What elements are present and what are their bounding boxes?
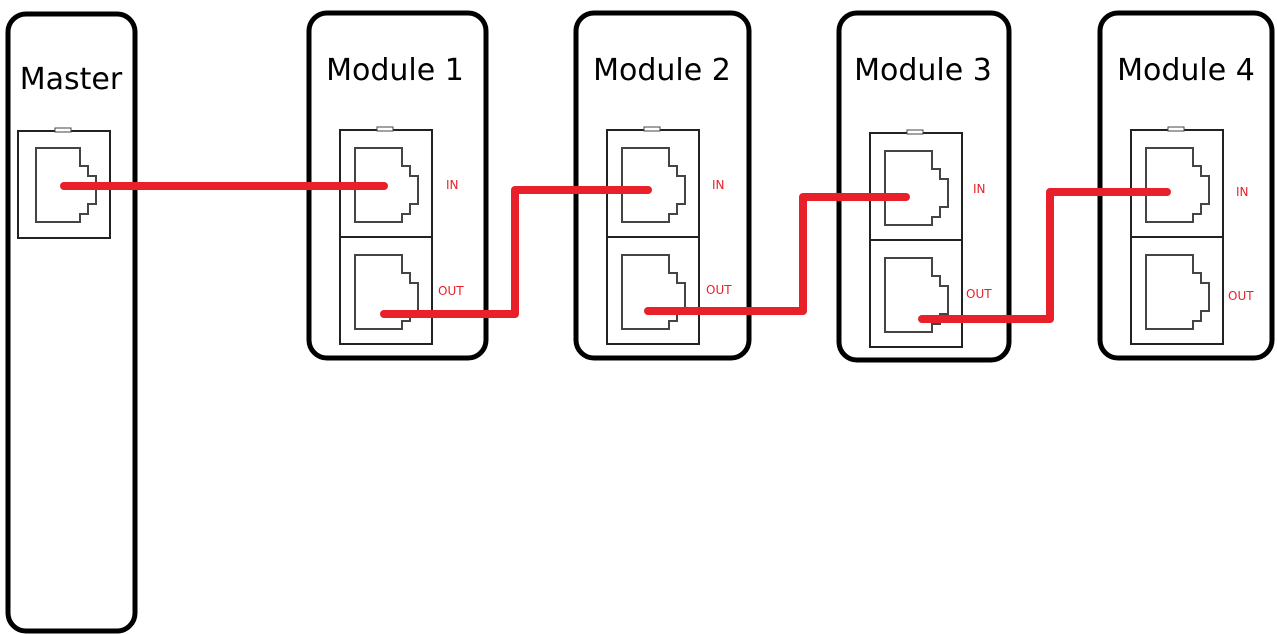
- master-enclosure: [5, 11, 138, 634]
- module-2-in-label: IN: [712, 178, 725, 192]
- module-2-label: Module 2: [593, 53, 731, 88]
- module-4: Module 4 IN OUT: [1097, 10, 1275, 361]
- module-4-label: Module 4: [1117, 53, 1255, 88]
- module-2-in-port: [606, 126, 700, 238]
- module-1-in-tab: [376, 126, 394, 132]
- module-1-out-label: OUT: [438, 284, 464, 298]
- rj45-jack-icon: [884, 150, 949, 226]
- module-1-out-port: [339, 236, 433, 345]
- module-3-out-label: OUT: [966, 287, 992, 301]
- module-3-in-tab: [906, 129, 924, 135]
- rj45-jack-icon: [354, 147, 419, 223]
- master-device: Master: [5, 11, 138, 634]
- module-4-in-port: [1130, 126, 1224, 238]
- module-2: Module 2 IN OUT: [573, 10, 752, 361]
- module-3-out-port: [869, 239, 963, 348]
- module-4-out-port: [1130, 236, 1224, 345]
- cable-module-3-to-module-4: [918, 188, 1171, 323]
- module-1-in-label: IN: [446, 178, 459, 192]
- module-4-out-label: OUT: [1228, 289, 1254, 303]
- master-port-tab: [54, 127, 72, 133]
- module-3-in-label: IN: [973, 182, 986, 196]
- module-2-out-port: [606, 236, 700, 345]
- rj45-jack-icon: [1145, 254, 1210, 330]
- rj45-jack-icon: [35, 147, 97, 223]
- module-4-in-label: IN: [1236, 185, 1249, 199]
- rj45-jack-icon: [884, 257, 949, 333]
- cable-module-1-to-module-2: [380, 186, 652, 318]
- module-3: Module 3 IN OUT: [836, 10, 1012, 363]
- module-3-in-port: [869, 129, 963, 241]
- rj45-jack-icon: [1145, 147, 1210, 223]
- rj45-jack-icon: [621, 147, 686, 223]
- module-3-label: Module 3: [854, 53, 992, 88]
- module-2-in-tab: [643, 126, 661, 132]
- module-4-in-tab: [1167, 126, 1185, 132]
- master-label: Master: [20, 62, 123, 97]
- module-2-out-label: OUT: [706, 283, 732, 297]
- module-1-label: Module 1: [326, 53, 464, 88]
- cable-module-2-to-module-3: [644, 193, 910, 315]
- cables: [60, 182, 1171, 323]
